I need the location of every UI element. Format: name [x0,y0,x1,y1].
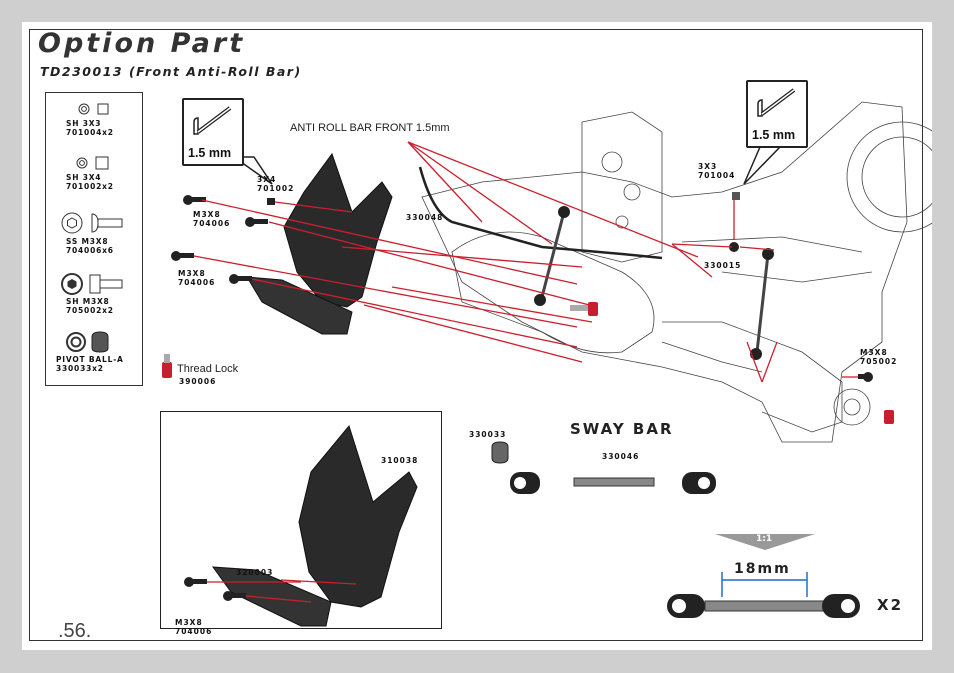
callout-m3x8-c: M3X8 705002 [860,348,898,366]
callout-330048: 330048 [406,213,444,222]
scale-label: 1:1 [756,534,773,544]
tool-callout: 1.5 mm [746,80,808,148]
length-label: 18mm [734,561,791,577]
page-number: .56. [58,620,92,642]
hex-wrench-icon [757,88,796,117]
part-330033-label: 330033 [469,430,507,439]
page-frame [29,29,923,641]
parts-list: SH 3X3 701004x2 SH 3X4 701002x2 SS M3X8 … [45,92,143,386]
thread-lock-bottle-icon [162,302,894,424]
thread-lock-label: Thread Lock [177,363,239,375]
callout-m3x8-b: M3X8 704006 [178,269,216,287]
inset-part-320003: 320003 [236,568,274,577]
part-label: SS M3X8 704006x6 [66,237,114,255]
callout-m3x8-a: M3X8 704006 [193,210,231,228]
part-label: SH 3X4 701002x2 [66,173,114,191]
inset-screw-label: M3X8 704006 [175,618,213,636]
tool-callout: 1.5 mm [182,98,244,166]
quantity-label: X2 [877,596,904,614]
guard-assembly-inset: 310038 320003 M3X8 704006 [160,411,442,636]
manual-page: Option Part TD230013 (Front Anti-Roll Ba… [22,22,932,650]
tool-size: 1.5 mm [752,128,796,142]
part-label: PIVOT BALL-A 330033x2 [56,355,124,373]
inset-drawing [184,424,418,627]
anti-roll-bar-label: ANTI ROLL BAR FRONT 1.5mm [290,122,450,134]
page-subtitle: TD230013 (Front Anti-Roll Bar) [40,64,302,79]
sway-bar-title: SWAY BAR [570,420,674,438]
callout-3x4: 3X4 701002 [257,175,295,193]
inset-part-310038: 310038 [381,456,419,465]
callout-3x3: 3X3 701004 [698,162,736,180]
set-screw-icon [78,103,109,115]
part-label: SH 3X3 701004x2 [66,119,114,137]
socket-head-screw-icon [61,273,123,295]
part-label: SH M3X8 705002x2 [66,297,114,315]
thread-lock-code: 390006 [179,377,217,386]
tool-size: 1.5 mm [188,146,232,160]
set-screw-icon [76,156,109,170]
pivot-ball-icon [66,331,109,353]
button-head-screw-icon [61,212,123,234]
hex-wrench-icon [193,106,232,135]
part-330046-label: 330046 [602,452,640,461]
page-title: Option Part [38,28,246,59]
callout-330015: 330015 [704,261,742,270]
